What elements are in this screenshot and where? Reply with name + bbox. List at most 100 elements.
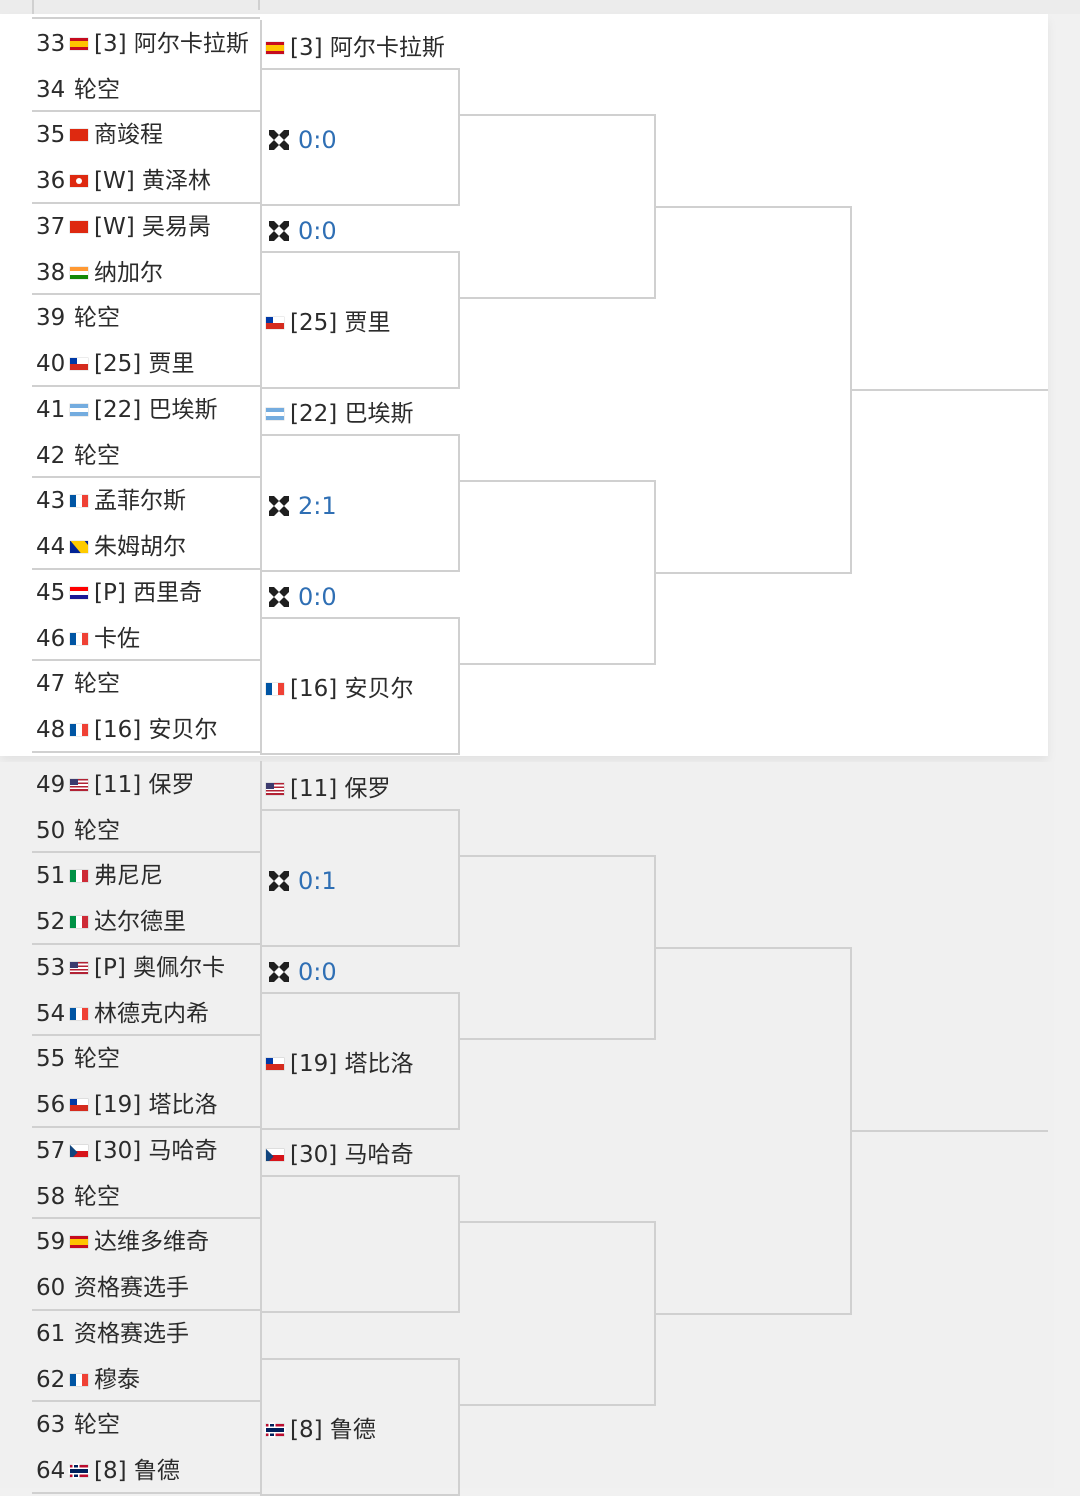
crossed-rackets-icon[interactable] (266, 959, 292, 985)
bracket-line (260, 1493, 458, 1496)
draw-position-number: 57 (36, 1137, 66, 1164)
first-round-pair (32, 386, 262, 478)
second-round-player[interactable]: [22] 巴埃斯 (266, 396, 414, 432)
head-to-head-score[interactable]: 0:0 (298, 217, 337, 246)
draw-position-number: 53 (36, 954, 66, 981)
player-name: 轮空 (74, 1183, 120, 1210)
player-name: [16] 安贝尔 (290, 675, 414, 702)
head-to-head-link[interactable]: 0:0 (266, 213, 337, 249)
draw-slot[interactable]: 33[3] 阿尔卡拉斯 (36, 26, 249, 62)
bracket-line (260, 1358, 458, 1361)
draw-position-number: 61 (36, 1320, 66, 1347)
bracket-line (458, 297, 654, 300)
draw-slot[interactable]: 37[W] 吴易昺 (36, 209, 211, 245)
draw-slot[interactable]: 40[25] 贾里 (36, 346, 195, 382)
second-round-player[interactable]: [25] 贾里 (266, 305, 391, 341)
top-fade-bar (0, 0, 1080, 14)
draw-slot[interactable]: 53[P] 奥佩尔卡 (36, 950, 225, 986)
draw-slot[interactable]: 48[16] 安贝尔 (36, 712, 218, 748)
player-name: 朱姆胡尔 (94, 534, 186, 561)
head-to-head-link[interactable]: 0:0 (266, 579, 337, 615)
second-round-player[interactable]: [11] 保罗 (266, 771, 391, 807)
second-round-player[interactable]: [3] 阿尔卡拉斯 (266, 30, 445, 66)
player-name: [8] 鲁德 (94, 1458, 180, 1485)
chile-flag-icon (70, 1099, 88, 1112)
bracket-line (260, 944, 458, 947)
section-bottom-background (0, 762, 1054, 1488)
india-flag-icon (70, 266, 88, 279)
bracket-line (458, 992, 460, 1130)
spain-flag-icon (70, 1236, 88, 1249)
head-to-head-score[interactable]: 0:0 (298, 125, 337, 154)
draw-position-number: 47 (36, 671, 66, 698)
croatia-flag-icon (70, 586, 88, 599)
bracket-line (850, 1129, 1048, 1132)
head-to-head-score[interactable]: 0:1 (298, 866, 337, 895)
player-name: [W] 吴易昺 (94, 213, 211, 240)
head-to-head-score[interactable]: 0:0 (298, 958, 337, 987)
second-round-player[interactable]: [16] 安贝尔 (266, 671, 414, 707)
crossed-rackets-icon[interactable] (266, 493, 292, 519)
czechia-flag-icon (266, 1149, 284, 1162)
crossed-rackets-icon[interactable] (266, 868, 292, 894)
second-round-player[interactable]: [30] 马哈奇 (266, 1137, 414, 1173)
crossed-rackets-icon[interactable] (266, 584, 292, 610)
bracket-line (850, 388, 1048, 391)
france-flag-icon (70, 1373, 88, 1386)
hong-kong-flag-icon (70, 175, 88, 188)
draw-slot[interactable]: 64[8] 鲁德 (36, 1453, 180, 1489)
bracket-line (260, 1310, 458, 1313)
draw-slot[interactable]: 57[30] 马哈奇 (36, 1133, 218, 1169)
head-to-head-score[interactable]: 2:1 (298, 491, 337, 520)
player-name: [W] 黄泽林 (94, 168, 211, 195)
first-round-pair (32, 660, 262, 753)
draw-position-number: 35 (36, 122, 66, 149)
draw-slot[interactable]: 49[11] 保罗 (36, 767, 195, 803)
crossed-rackets-icon[interactable] (266, 218, 292, 244)
head-to-head-link[interactable]: 2:1 (266, 488, 337, 524)
draw-slot[interactable]: 45[P] 西里奇 (36, 575, 202, 611)
crossed-rackets-icon[interactable] (266, 127, 292, 153)
head-to-head-link[interactable]: 0:0 (266, 122, 337, 158)
draw-position-number: 46 (36, 625, 66, 652)
draw-position-number: 56 (36, 1092, 66, 1119)
argentina-flag-icon (266, 408, 284, 421)
bracket-line (260, 1127, 458, 1130)
chile-flag-icon (266, 1057, 284, 1070)
bracket-line (458, 114, 654, 117)
head-to-head-link[interactable]: 0:1 (266, 863, 337, 899)
bracket-line (32, 17, 260, 19)
bracket-line (260, 251, 458, 254)
france-flag-icon (70, 632, 88, 645)
draw-position-number: 54 (36, 1000, 66, 1027)
head-to-head-score[interactable]: 0:0 (298, 583, 337, 612)
second-round-player[interactable]: [19] 塔比洛 (266, 1046, 414, 1082)
second-round-player[interactable]: [8] 鲁德 (266, 1412, 376, 1448)
player-name: 达尔德里 (94, 909, 186, 936)
draw-slot[interactable]: 41[22] 巴埃斯 (36, 392, 218, 428)
draw-slot[interactable]: 36[W] 黄泽林 (36, 163, 211, 199)
head-to-head-link[interactable]: 0:0 (266, 954, 337, 990)
draw-slot[interactable]: 56[19] 塔比洛 (36, 1087, 218, 1123)
spain-flag-icon (266, 42, 284, 55)
